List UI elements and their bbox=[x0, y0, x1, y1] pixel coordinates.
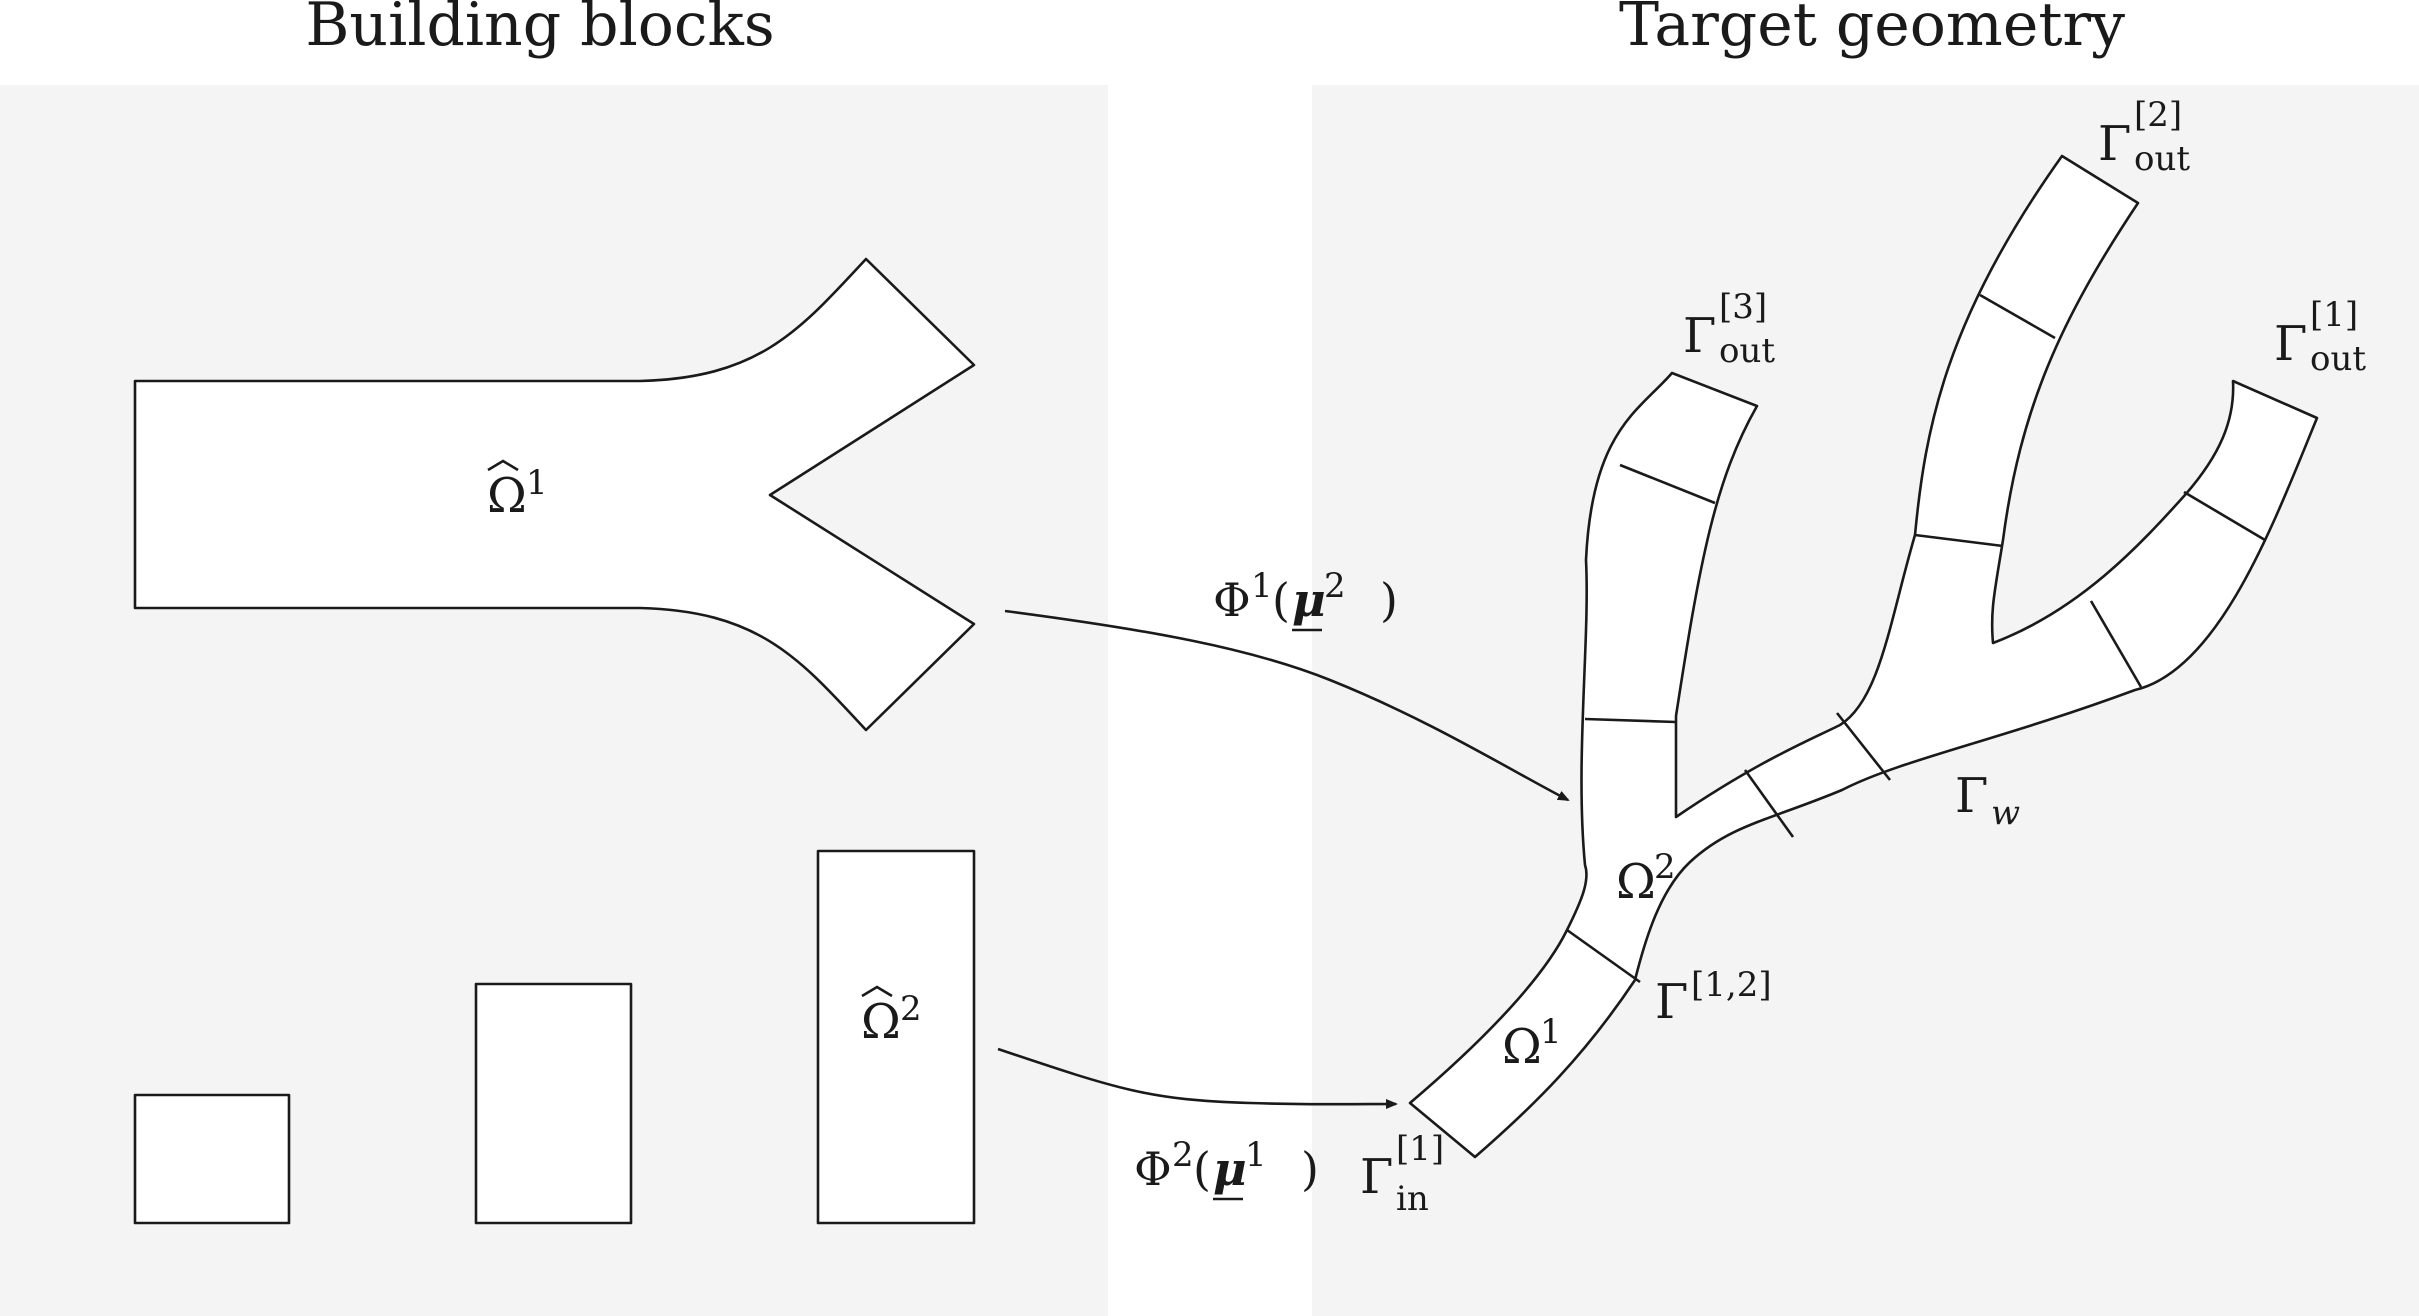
omega-1-base: Ω bbox=[1502, 1019, 1542, 1075]
gamma-out-1-label: Γ [1] out bbox=[2274, 295, 2366, 379]
gamma-out-2-base: Γ bbox=[2098, 116, 2131, 172]
reference-block-small bbox=[133, 1093, 291, 1225]
segment-dividers bbox=[1566, 293, 2266, 984]
omega-hat-2-label: Ω 2 bbox=[861, 985, 922, 1050]
divider-junction-high bbox=[1835, 712, 1892, 781]
map-2-close-paren: ) bbox=[1301, 1142, 1319, 1196]
divider-left-branch-upper bbox=[1619, 463, 1716, 505]
gamma-out-3-label: Γ [3] out bbox=[1683, 287, 1775, 371]
map-label-1: Φ 1 ( μ 2 ) bbox=[1213, 566, 1398, 632]
divider-junction-low bbox=[1743, 769, 1795, 838]
map-1-mu: μ bbox=[1292, 573, 1326, 627]
omega-hat-2-sup: 2 bbox=[900, 989, 922, 1029]
gamma-12-base: Γ bbox=[1655, 974, 1688, 1030]
gamma-out-1-sub: out bbox=[2310, 339, 2366, 379]
gamma-out-2-label: Γ [2] out bbox=[2098, 95, 2190, 179]
reference-bifurcation-block bbox=[133, 257, 976, 732]
gamma-in-1-sup: [1] bbox=[1396, 1129, 1444, 1169]
map-1-phi-sup: 1 bbox=[1251, 566, 1273, 606]
omega-hat-2-base: Ω bbox=[861, 994, 901, 1050]
gamma-in-1-base: Γ bbox=[1360, 1149, 1393, 1205]
reference-block-tall bbox=[816, 849, 976, 1225]
target-geometry-title: Target geometry bbox=[1619, 0, 2125, 60]
omega-2-sup: 2 bbox=[1654, 847, 1676, 887]
map-arrow-rectangle bbox=[997, 1047, 1398, 1110]
map-arrow-bifurcation bbox=[1004, 609, 1570, 802]
gamma-out-1-base: Γ bbox=[2274, 316, 2307, 372]
map-2-phi: Φ bbox=[1134, 1142, 1172, 1196]
gamma-out-3-sub: out bbox=[1719, 331, 1775, 371]
map-2-open-paren: ( bbox=[1193, 1142, 1211, 1196]
map-1-phi: Φ bbox=[1213, 573, 1251, 627]
gamma-in-1-label: Γ [1] in bbox=[1360, 1129, 1444, 1219]
divider-middle-branch-low bbox=[1914, 533, 2004, 548]
omega-hat-1-label: Ω 1 bbox=[487, 459, 548, 524]
omega-1-label: Ω 1 bbox=[1502, 1012, 1562, 1075]
gamma-out-3-sup: [3] bbox=[1719, 287, 1767, 327]
divider-right-branch-high bbox=[2183, 490, 2266, 542]
omega-1-sup: 1 bbox=[1540, 1012, 1562, 1052]
map-label-2: Φ 2 ( μ 1 ) bbox=[1134, 1135, 1319, 1201]
target-vessel-network bbox=[1408, 154, 2319, 1159]
gamma-out-3-base: Γ bbox=[1683, 308, 1716, 364]
gamma-out-2-sup: [2] bbox=[2134, 95, 2182, 135]
omega-2-label: Ω 2 bbox=[1616, 847, 1676, 910]
map-2-mu-sup: 1 bbox=[1245, 1135, 1267, 1175]
map-1-close-paren: ) bbox=[1380, 573, 1398, 627]
gamma-out-2-sub: out bbox=[2134, 139, 2190, 179]
map-2-mu: μ bbox=[1213, 1142, 1247, 1196]
gamma-w-base: Γ bbox=[1955, 768, 1988, 824]
map-1-open-paren: ( bbox=[1272, 573, 1290, 627]
divider-right-branch-low bbox=[2089, 600, 2143, 688]
gamma-w-label: Γ w bbox=[1955, 768, 2020, 833]
divider-middle-branch-high bbox=[1979, 293, 2056, 340]
omega-2-base: Ω bbox=[1616, 854, 1656, 910]
building-blocks-title: Building blocks bbox=[305, 0, 774, 60]
divider-trunk bbox=[1584, 717, 1677, 724]
gamma-12-label: Γ [1,2] bbox=[1655, 965, 1772, 1030]
hat-accent-1 bbox=[487, 459, 519, 472]
map-1-mu-sup: 2 bbox=[1324, 566, 1346, 606]
hat-accent-2 bbox=[861, 985, 893, 998]
omega-hat-1-base: Ω bbox=[487, 468, 527, 524]
omega-hat-1-sup: 1 bbox=[526, 463, 548, 503]
gamma-12-sup: [1,2] bbox=[1691, 965, 1772, 1005]
divider-inlet-bottom bbox=[1566, 928, 1641, 984]
gamma-in-1-sub: in bbox=[1396, 1179, 1429, 1219]
reference-block-medium bbox=[474, 982, 633, 1225]
map-2-phi-sup: 2 bbox=[1172, 1135, 1194, 1175]
gamma-out-1-sup: [1] bbox=[2310, 295, 2358, 335]
gamma-w-sub: w bbox=[1991, 793, 2020, 833]
